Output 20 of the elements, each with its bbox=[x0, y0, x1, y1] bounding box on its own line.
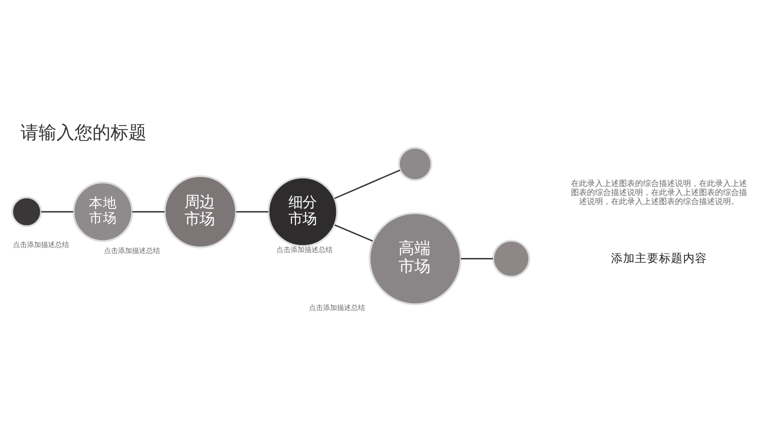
node-label: 点击添加描述总结 bbox=[276, 244, 333, 254]
node-circle: 周边市场 bbox=[164, 174, 237, 248]
connector bbox=[334, 168, 400, 199]
node-label: 点击添加描述总结 bbox=[309, 302, 366, 312]
node-circle bbox=[492, 239, 530, 278]
connector bbox=[460, 258, 493, 259]
node-circle bbox=[398, 146, 432, 181]
node-circle: 细分市场 bbox=[268, 176, 338, 246]
diagram-title: 请输入您的标题 bbox=[20, 122, 146, 144]
connector bbox=[132, 210, 164, 212]
node-label: 点击添加描述总结 bbox=[104, 246, 160, 255]
node-label: 点击添加描述总结 bbox=[13, 239, 70, 248]
label: 添加主要标题内容 bbox=[610, 250, 707, 264]
connector bbox=[334, 224, 373, 242]
node-circle: 高端市场 bbox=[368, 212, 462, 305]
label: 在此录入上述图表的综合描述说明，在此录入上述图表的综合描述说明，在此录入上述图表的综合描述说明，在此录入上述图表的综合描述说明。 bbox=[570, 177, 747, 206]
node-circle: 本地市场 bbox=[72, 181, 134, 242]
connector bbox=[41, 210, 74, 212]
connector bbox=[236, 210, 268, 212]
node-circle bbox=[11, 196, 42, 227]
